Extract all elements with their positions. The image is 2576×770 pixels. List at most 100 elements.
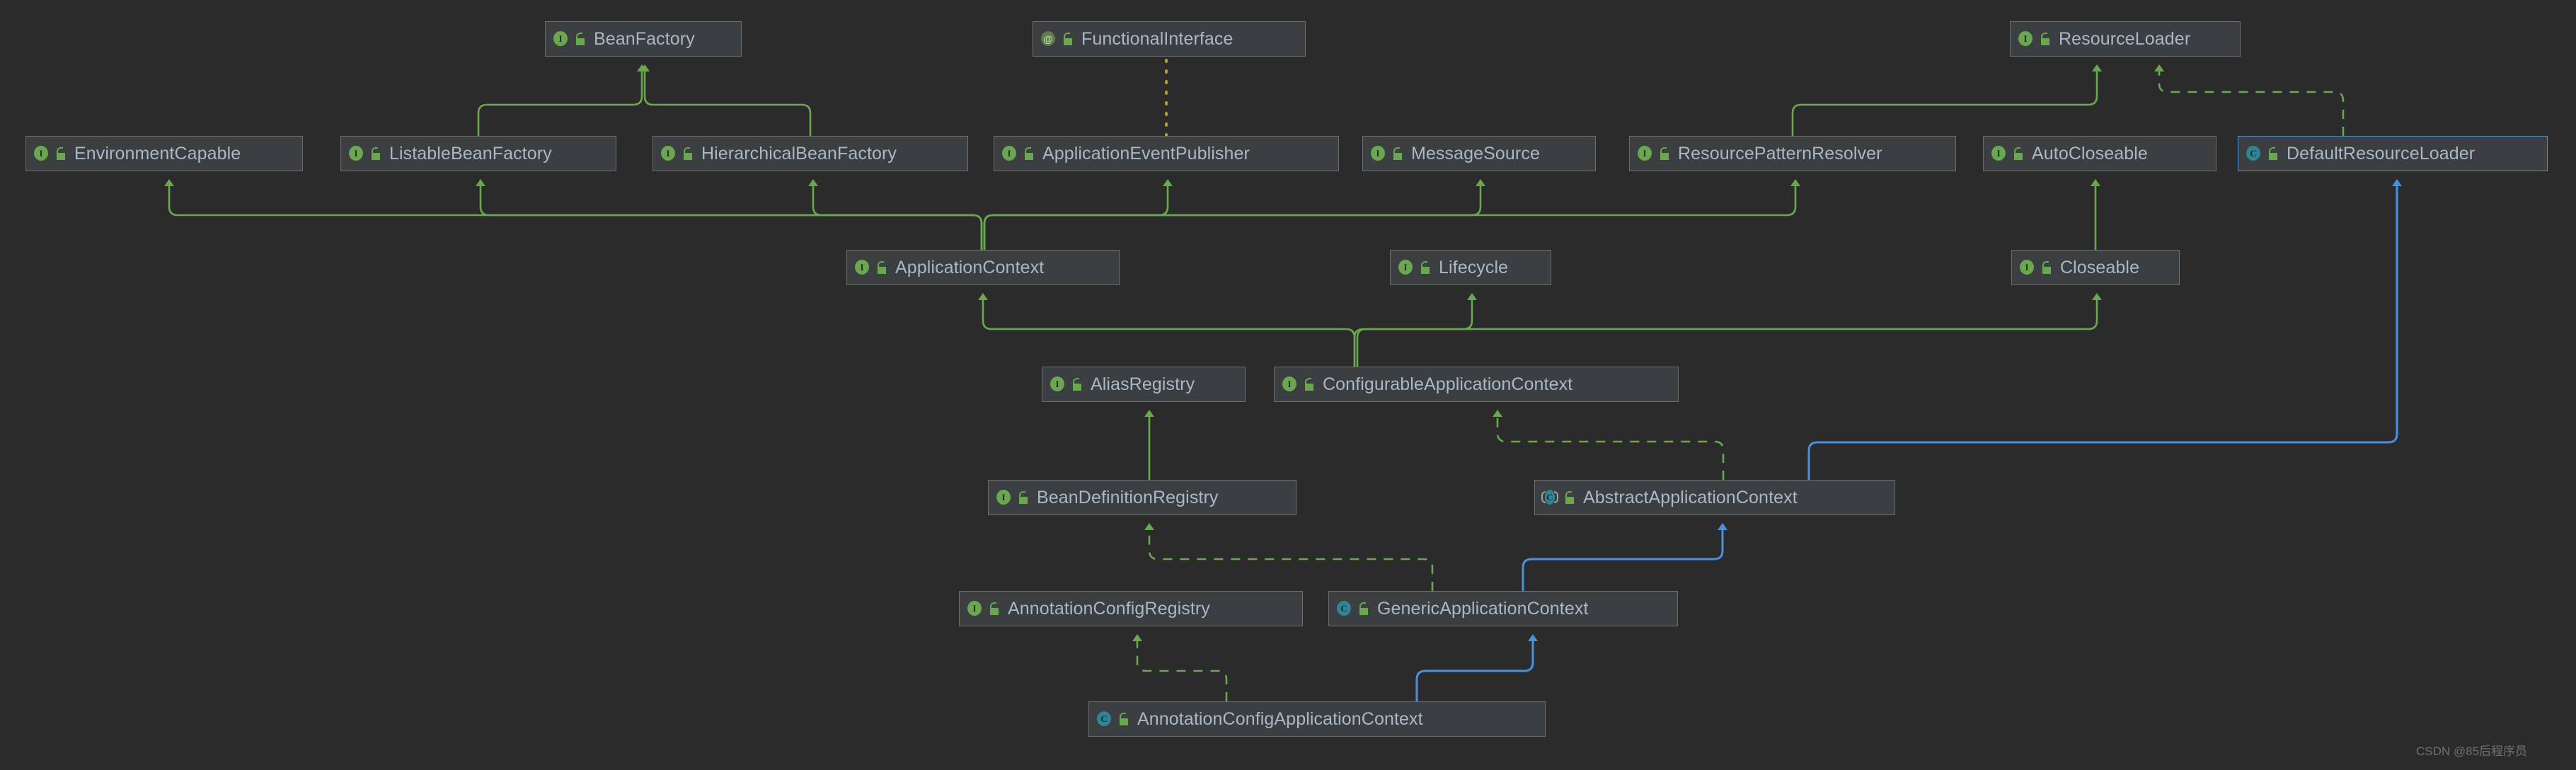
uml-node-label: AutoCloseable	[2032, 145, 2148, 163]
unlocked-padlock-icon	[876, 260, 887, 275]
uml-node-ApplicationContext[interactable]: I ApplicationContext	[846, 250, 1120, 285]
uml-node-MessageSource[interactable]: I MessageSource	[1362, 136, 1596, 171]
uml-edge-HierarchicalBeanFactory-to-BeanFactory	[645, 68, 810, 136]
interface-icon: I	[1990, 145, 2007, 162]
uml-node-GenericApplicationContext[interactable]: C GenericApplicationContext	[1328, 591, 1678, 626]
unlocked-padlock-icon	[1392, 146, 1403, 161]
uml-edge-ConfigurableApplicationContext-to-Lifecycle	[1355, 297, 1472, 367]
uml-node-BeanFactory[interactable]: I BeanFactory	[545, 21, 742, 57]
interface-icon: I	[33, 145, 50, 162]
unlocked-padlock-icon	[2040, 32, 2051, 46]
uml-node-label: ListableBeanFactory	[389, 145, 552, 163]
uml-node-label: DefaultResourceLoader	[2287, 145, 2475, 163]
uml-edge-ConfigurableApplicationContext-to-ApplicationContext	[983, 297, 1355, 367]
interface-icon: I	[1001, 145, 1018, 162]
uml-node-BeanDefinitionRegistry[interactable]: I BeanDefinitionRegistry	[988, 480, 1296, 515]
interface-icon: I	[1281, 376, 1298, 393]
uml-node-label: GenericApplicationContext	[1377, 600, 1589, 618]
uml-node-AbstractApplicationContext[interactable]: C AbstractApplicationContext	[1534, 480, 1895, 515]
uml-node-Lifecycle[interactable]: I Lifecycle	[1390, 250, 1551, 285]
uml-node-label: ConfigurableApplicationContext	[1323, 376, 1572, 393]
uml-node-ResourceLoader[interactable]: I ResourceLoader	[2010, 21, 2241, 57]
unlocked-padlock-icon	[1062, 32, 1074, 46]
interface-icon: I	[552, 30, 569, 47]
unlocked-padlock-icon	[1071, 377, 1083, 391]
uml-node-EnvironmentCapable[interactable]: I EnvironmentCapable	[25, 136, 303, 171]
uml-node-label: FunctionalInterface	[1081, 30, 1234, 48]
uml-node-label: AnnotationConfigApplicationContext	[1137, 711, 1423, 728]
interface-icon: I	[1369, 145, 1386, 162]
uml-node-AutoCloseable[interactable]: I AutoCloseable	[1983, 136, 2216, 171]
uml-edge-ApplicationContext-to-ApplicationEventPublisher	[984, 183, 1168, 250]
interface-icon: I	[347, 145, 364, 162]
interface-icon: I	[995, 489, 1012, 506]
uml-edge-ConfigurableApplicationContext-to-Closeable	[1357, 297, 2097, 367]
interface-icon: I	[1636, 145, 1653, 162]
uml-edge-ListableBeanFactory-to-BeanFactory	[478, 68, 642, 136]
uml-node-label: AliasRegistry	[1091, 376, 1195, 393]
class-icon: C	[1096, 711, 1112, 728]
annotation-icon: @	[1040, 30, 1057, 47]
uml-node-ListableBeanFactory[interactable]: I ListableBeanFactory	[340, 136, 616, 171]
uml-node-label: ApplicationEventPublisher	[1042, 145, 1250, 163]
unlocked-padlock-icon	[1018, 490, 1029, 505]
uml-node-label: ApplicationContext	[895, 259, 1044, 277]
uml-node-ApplicationEventPublisher[interactable]: I ApplicationEventPublisher	[994, 136, 1339, 171]
uml-node-Closeable[interactable]: I Closeable	[2011, 250, 2180, 285]
class-icon: C	[1335, 600, 1352, 617]
uml-node-label: Closeable	[2060, 259, 2139, 277]
unlocked-padlock-icon	[55, 146, 67, 161]
uml-edge-AnnotationConfigApplicationContext-to-AnnotationConfigRegistry	[1137, 638, 1226, 701]
class-icon: C	[2245, 145, 2262, 162]
unlocked-padlock-icon	[682, 146, 694, 161]
unlocked-padlock-icon	[2013, 146, 2024, 161]
interface-icon: I	[966, 600, 983, 617]
uml-node-label: BeanDefinitionRegistry	[1037, 489, 1219, 507]
uml-node-AnnotationConfigRegistry[interactable]: I AnnotationConfigRegistry	[959, 591, 1303, 626]
uml-edge-ApplicationContext-to-HierarchicalBeanFactory	[813, 183, 982, 250]
uml-edge-ResourcePatternResolver-to-ResourceLoader	[1793, 68, 2097, 136]
interface-icon: I	[2018, 259, 2035, 276]
uml-edge-ApplicationContext-to-ListableBeanFactory	[481, 183, 982, 250]
uml-node-ResourcePatternResolver[interactable]: I ResourcePatternResolver	[1629, 136, 1956, 171]
uml-node-label: ResourceLoader	[2059, 30, 2190, 48]
uml-edge-ApplicationContext-to-ResourcePatternResolver	[984, 183, 1795, 250]
uml-node-FunctionalInterface[interactable]: @ FunctionalInterface	[1033, 21, 1306, 57]
unlocked-padlock-icon	[2267, 146, 2279, 161]
unlocked-padlock-icon	[1564, 490, 1575, 505]
uml-node-DefaultResourceLoader[interactable]: C DefaultResourceLoader	[2238, 136, 2548, 171]
uml-node-label: BeanFactory	[594, 30, 695, 48]
interface-icon: I	[1049, 376, 1066, 393]
uml-node-HierarchicalBeanFactory[interactable]: IHierarchicalBeanFactory	[652, 136, 968, 171]
uml-edge-GenericApplicationContext-to-AbstractApplicationContext	[1523, 527, 1723, 591]
unlocked-padlock-icon	[1358, 602, 1369, 616]
uml-node-label: HierarchicalBeanFactory	[701, 145, 897, 163]
uml-edge-ApplicationContext-to-MessageSource	[984, 183, 1480, 250]
unlocked-padlock-icon	[989, 602, 1000, 616]
uml-edge-AbstractApplicationContext-to-ConfigurableApplicationContext	[1497, 413, 1723, 480]
unlocked-padlock-icon	[2041, 260, 2052, 275]
abstract-class-icon: C	[1541, 489, 1558, 506]
watermark: CSDN @85后程序员	[2416, 741, 2527, 759]
unlocked-padlock-icon	[1420, 260, 1431, 275]
unlocked-padlock-icon	[1659, 146, 1670, 161]
uml-node-label: ResourcePatternResolver	[1678, 145, 1882, 163]
uml-edge-DefaultResourceLoader-to-ResourceLoader	[2159, 68, 2343, 136]
uml-node-label: AbstractApplicationContext	[1583, 489, 1798, 507]
interface-icon: I	[853, 259, 870, 276]
uml-node-AnnotationConfigApplicationContext[interactable]: C AnnotationConfigApplicationContext	[1088, 701, 1546, 737]
uml-node-label: AnnotationConfigRegistry	[1008, 600, 1210, 618]
uml-edge-GenericApplicationContext-to-BeanDefinitionRegistry	[1149, 527, 1432, 591]
unlocked-padlock-icon	[1023, 146, 1035, 161]
unlocked-padlock-icon	[575, 32, 586, 46]
interface-icon: I	[1397, 259, 1414, 276]
uml-node-label: MessageSource	[1411, 145, 1540, 163]
uml-node-ConfigurableApplicationContext[interactable]: I ConfigurableApplicationContext	[1274, 367, 1679, 402]
uml-node-label: EnvironmentCapable	[74, 145, 241, 163]
uml-edge-AnnotationConfigApplicationContext-to-GenericApplicationContext	[1417, 638, 1533, 701]
interface-icon: I	[2017, 30, 2034, 47]
uml-edge-AbstractApplicationContext-to-DefaultResourceLoader	[1809, 183, 2397, 480]
uml-node-label: Lifecycle	[1439, 259, 1508, 277]
uml-node-AliasRegistry[interactable]: I AliasRegistry	[1042, 367, 1246, 402]
